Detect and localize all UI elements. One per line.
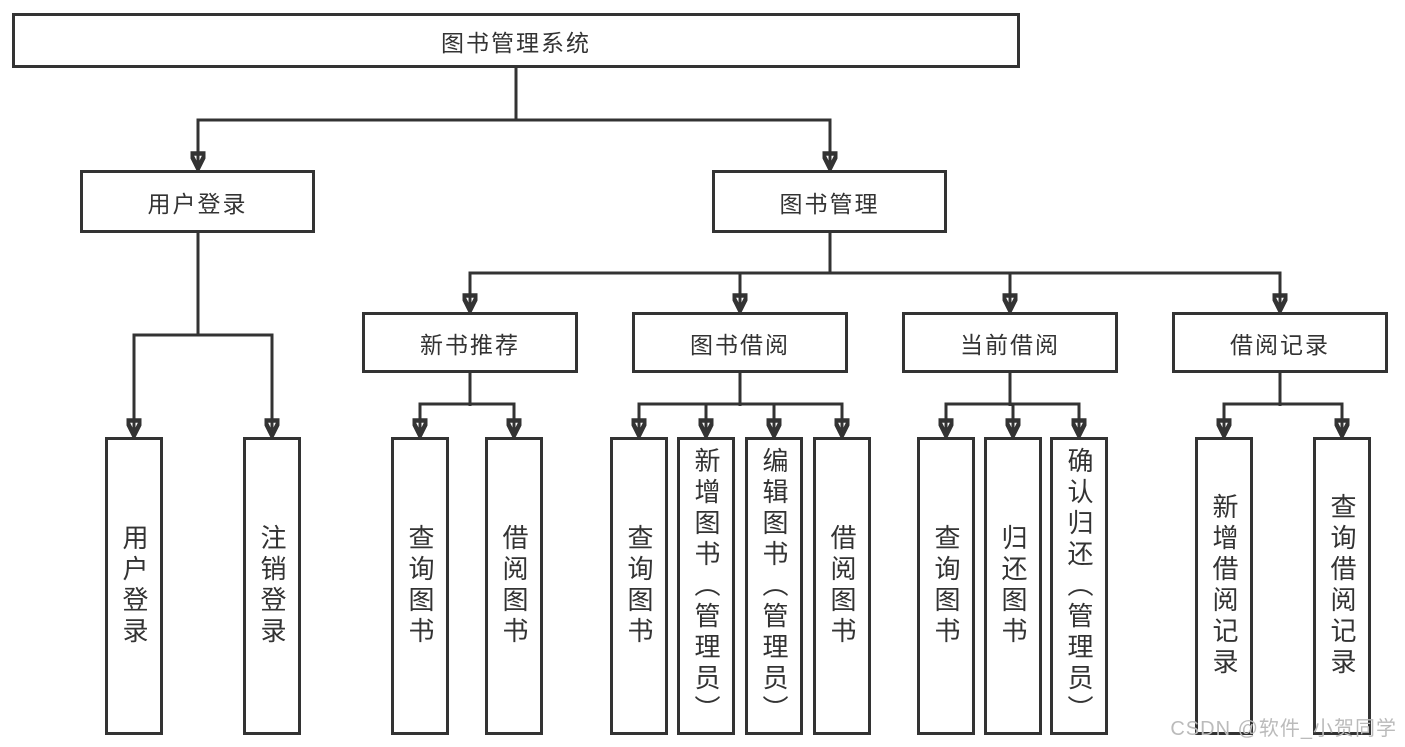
leaf-newbook-query-books-label: 查询图书 (405, 524, 435, 648)
leaf-add-books-admin: 新增图书（管理员） (677, 437, 735, 735)
node-user-login-label: 用户登录 (147, 190, 248, 217)
node-book-borrowing-label: 图书借阅 (690, 331, 790, 358)
leaf-query-borrow-record-label: 查询借阅记录 (1327, 493, 1357, 679)
node-book-management: 图书管理 (712, 170, 947, 233)
leaf-return-books-label: 归还图书 (998, 524, 1028, 648)
node-current-borrowing-label: 当前借阅 (960, 331, 1060, 358)
leaf-query-borrow-record: 查询借阅记录 (1313, 437, 1371, 735)
node-new-book-recommendation-label: 新书推荐 (420, 331, 520, 358)
leaf-edit-books-admin-label: 编辑图书（管理员） (759, 446, 789, 726)
node-user-login: 用户登录 (80, 170, 315, 233)
csdn-watermark: CSDN @软件_小贺同学 (1170, 718, 1397, 740)
leaf-logout-label: 注销登录 (257, 524, 287, 648)
node-borrowing-records-label: 借阅记录 (1230, 331, 1330, 358)
leaf-logout: 注销登录 (243, 437, 301, 735)
connector-borrow-branch (639, 402, 842, 434)
leaf-add-borrow-record: 新增借阅记录 (1195, 437, 1253, 735)
node-root-system: 图书管理系统 (12, 13, 1020, 68)
connector-records-branch (1224, 402, 1342, 434)
leaf-borrow-query-books-label: 查询图书 (624, 524, 654, 648)
connector-mgmt-branch (470, 271, 1280, 309)
node-root-label: 图书管理系统 (441, 29, 591, 56)
leaf-borrow-books-label: 借阅图书 (827, 524, 857, 648)
leaf-confirm-return-admin: 确认归还（管理员） (1050, 437, 1108, 735)
leaf-add-books-admin-label: 新增图书（管理员） (691, 446, 721, 726)
leaf-newbook-borrow-books-label: 借阅图书 (499, 524, 529, 648)
leaf-borrow-books: 借阅图书 (813, 437, 871, 735)
node-book-management-label: 图书管理 (779, 190, 880, 217)
leaf-newbook-query-books: 查询图书 (391, 437, 449, 735)
leaf-newbook-borrow-books: 借阅图书 (485, 437, 543, 735)
node-current-borrowing: 当前借阅 (902, 312, 1118, 373)
node-borrowing-records: 借阅记录 (1172, 312, 1388, 373)
leaf-user-login: 用户登录 (105, 437, 163, 735)
leaf-edit-books-admin: 编辑图书（管理员） (745, 437, 803, 735)
node-book-borrowing: 图书借阅 (632, 312, 848, 373)
leaf-current-query-books-label: 查询图书 (931, 524, 961, 648)
leaf-borrow-query-books: 查询图书 (610, 437, 668, 735)
connector-newbook-branch (420, 402, 514, 434)
leaf-confirm-return-admin-label: 确认归还（管理员） (1064, 446, 1094, 726)
connector-user-branch (134, 333, 272, 434)
leaf-add-borrow-record-label: 新增借阅记录 (1209, 493, 1239, 679)
connector-root-branch (198, 118, 830, 167)
leaf-return-books: 归还图书 (984, 437, 1042, 735)
node-new-book-recommendation: 新书推荐 (362, 312, 578, 373)
leaf-user-login-label: 用户登录 (119, 524, 149, 648)
leaf-current-query-books: 查询图书 (917, 437, 975, 735)
